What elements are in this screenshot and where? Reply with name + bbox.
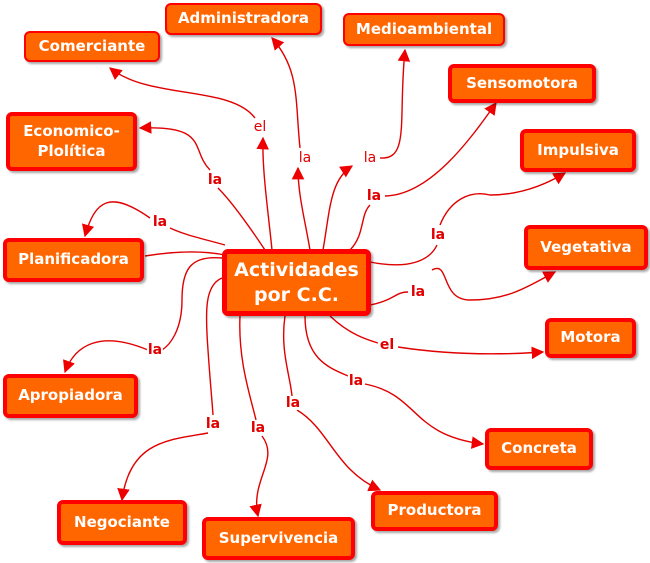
link-line-negociante-2 (117, 432, 209, 502)
node-label: Sensomotora (466, 73, 578, 92)
node-label: Medioambiental (355, 19, 493, 38)
link-line-impulsiva-2 (439, 172, 567, 226)
link-label-productora: la (284, 395, 302, 411)
node-label: Actividades por C.C. (234, 258, 359, 306)
link-line-sensomotora-2 (384, 101, 497, 197)
link-line-concreta (304, 315, 349, 377)
node-supervivencia[interactable]: Supervivencia (202, 517, 355, 560)
node-sensomotora[interactable]: Sensomotora (448, 64, 596, 103)
link-line-motora-2 (397, 346, 545, 360)
link-label-supervivencia: la (249, 420, 267, 436)
link-line-apropiadora-2 (63, 340, 149, 374)
link-line-economico (217, 187, 266, 251)
link-line-apropiadora (161, 256, 223, 351)
node-label: Negociante (74, 512, 170, 531)
link-label-economico: la (206, 172, 224, 188)
link-line-vegetativa (369, 291, 409, 306)
link-line-negociante (205, 277, 223, 416)
node-label: Apropiadora (18, 386, 123, 405)
link-line-planificadora-3 (144, 251, 226, 257)
link-label-vegetativa: la (409, 284, 427, 300)
link-line-concreta-2 (364, 383, 485, 449)
node-label: Planificadora (18, 250, 129, 269)
link-label-comerciante: el (252, 119, 268, 135)
link-line-supervivencia-2 (249, 435, 269, 518)
node-economico-politica[interactable]: Economico-Plolítica (6, 112, 137, 171)
link-label-sensomotora: la (365, 188, 383, 204)
node-medioambiental[interactable]: Medioambiental (343, 13, 505, 46)
link-line-vegetativa-2 (431, 267, 557, 301)
link-line-medioambiental (322, 165, 354, 251)
node-label: Productora (387, 501, 482, 520)
link-line-impulsiva (369, 244, 438, 266)
link-line-sensomotora (349, 204, 371, 251)
node-productora[interactable]: Productora (371, 491, 498, 531)
link-label-motora: el (378, 337, 396, 353)
link-label-concreta: la (347, 373, 365, 389)
node-label: Vegetativa (540, 237, 632, 256)
link-label-impulsiva: la (429, 227, 447, 243)
node-concreta[interactable]: Concreta (485, 428, 593, 470)
link-label-medioambiental: la (362, 150, 378, 166)
node-impulsiva[interactable]: Impulsiva (520, 129, 636, 172)
node-label: Concreta (501, 439, 577, 458)
link-line-planificadora (169, 227, 226, 246)
node-label: Supervivencia (218, 528, 339, 547)
link-line-comerciante-2 (109, 67, 256, 119)
node-negociante[interactable]: Negociante (57, 500, 187, 545)
link-line-supervivencia (239, 315, 257, 421)
link-line-productora-2 (296, 409, 382, 492)
node-label: Economico-Plolítica (23, 122, 120, 160)
node-administradora[interactable]: Administradora (165, 3, 322, 35)
node-vegetativa[interactable]: Vegetativa (524, 225, 648, 270)
node-planificadora[interactable]: Planificadora (3, 238, 144, 282)
node-label: Comerciante (38, 36, 146, 55)
link-label-apropiadora: la (146, 342, 164, 358)
link-line-administradora (291, 166, 311, 251)
node-apropiadora[interactable]: Apropiadora (3, 374, 138, 418)
node-comerciante[interactable]: Comerciante (24, 31, 160, 62)
link-line-economico-2 (138, 121, 211, 171)
node-center-actividades[interactable]: Actividades por C.C. (222, 249, 371, 316)
node-label: Administradora (177, 9, 310, 28)
node-motora[interactable]: Motora (545, 318, 636, 358)
link-label-negociante: la (204, 416, 222, 432)
link-line-medioambiental-2 (379, 48, 411, 159)
link-line-motora (329, 315, 379, 344)
link-line-productora (282, 315, 293, 397)
link-line-comerciante (256, 136, 273, 251)
link-line-planificadora-2 (81, 201, 151, 238)
link-line-administradora-2 (271, 37, 301, 149)
node-label: Motora (560, 328, 621, 347)
link-label-administradora: la (297, 150, 313, 166)
node-label: Impulsiva (537, 140, 619, 159)
link-label-planificadora: la (151, 214, 169, 230)
